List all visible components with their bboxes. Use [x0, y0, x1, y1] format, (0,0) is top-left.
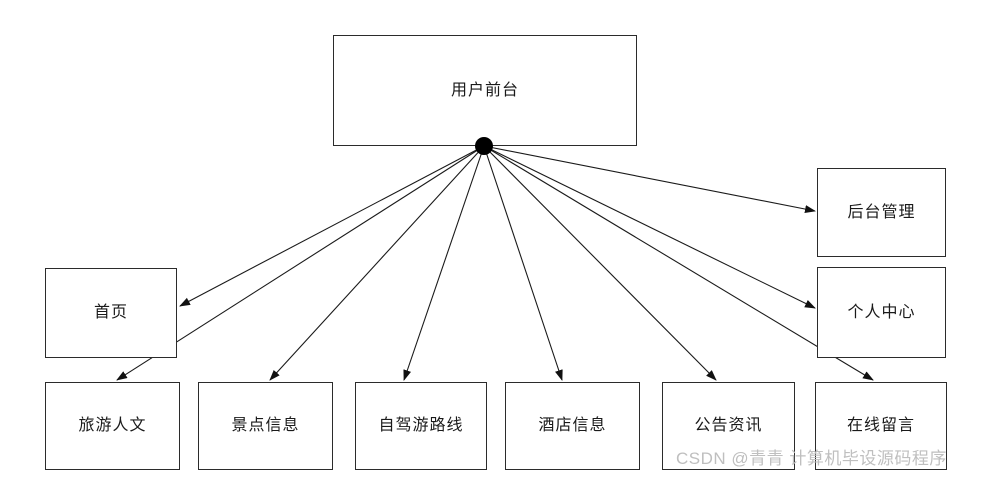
edge-to-personal-center: [483, 145, 816, 309]
node-label-scenic-info: 景点信息: [231, 417, 300, 434]
edge-to-scenic-info: [269, 145, 485, 381]
node-announcements[interactable]: 公告资讯: [662, 382, 795, 470]
node-homepage[interactable]: 首页: [45, 268, 177, 358]
node-admin-panel[interactable]: 后台管理: [817, 168, 946, 257]
edge-to-travel-culture: [116, 145, 485, 381]
node-travel-culture[interactable]: 旅游人文: [45, 382, 180, 470]
node-online-message[interactable]: 在线留言: [815, 382, 947, 470]
node-personal-center[interactable]: 个人中心: [817, 267, 946, 358]
edge-to-homepage: [179, 145, 485, 307]
edge-to-hotel-info: [483, 145, 563, 381]
node-label-user-frontend: 用户前台: [450, 81, 519, 99]
node-self-drive-route[interactable]: 自驾游路线: [355, 382, 487, 470]
node-scenic-info[interactable]: 景点信息: [198, 382, 333, 470]
edge-to-online-message: [483, 145, 874, 381]
hub-junction-dot: [475, 137, 493, 155]
node-user-frontend[interactable]: 用户前台: [333, 35, 637, 146]
node-label-announcements: 公告资讯: [694, 417, 763, 434]
node-label-hotel-info: 酒店信息: [538, 417, 607, 434]
node-hotel-info[interactable]: 酒店信息: [505, 382, 640, 470]
edge-to-self-drive-route: [403, 145, 485, 381]
edge-to-announcements: [483, 145, 717, 381]
node-label-self-drive-route: 自驾游路线: [378, 417, 464, 434]
node-label-homepage: 首页: [93, 304, 128, 321]
node-label-online-message: 在线留言: [846, 417, 915, 434]
node-label-travel-culture: 旅游人文: [78, 417, 147, 434]
node-label-personal-center: 个人中心: [847, 303, 916, 321]
edge-to-admin-panel: [483, 145, 816, 213]
node-label-admin-panel: 后台管理: [847, 203, 916, 221]
